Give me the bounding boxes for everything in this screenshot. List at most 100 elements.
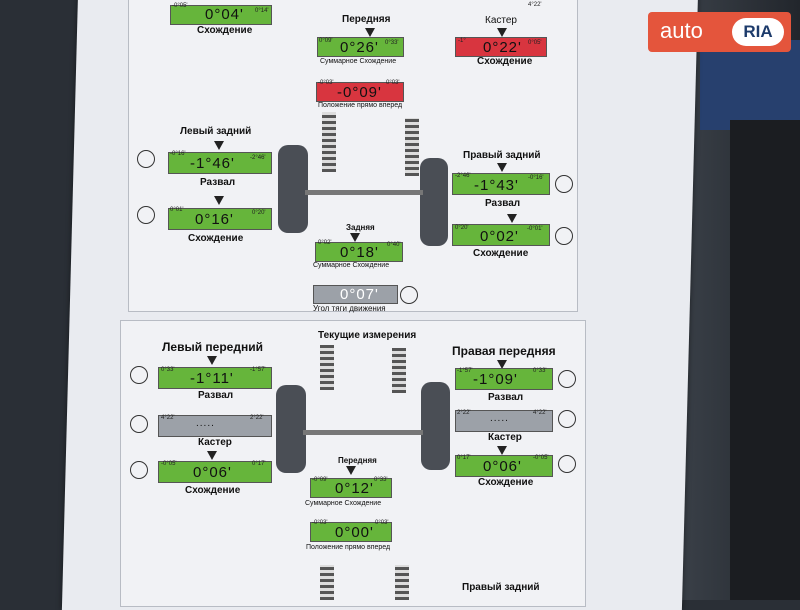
left-toe-label: Схождение <box>197 25 253 36</box>
straight-max-top: 0°03' <box>386 80 400 86</box>
camber-icon <box>555 175 573 193</box>
front-left-caster-value: ..... <box>196 418 215 429</box>
front-total-max: 0°33' <box>374 477 388 483</box>
front-left-camber-min: 0°33' <box>161 367 175 373</box>
rear-right-camber-arrow <box>497 163 507 172</box>
camber-icon <box>130 366 148 384</box>
front-right-camber-max: 0°33' <box>533 368 547 374</box>
rear-left-toe-max: 0°20' <box>252 210 266 216</box>
background-strip <box>730 120 800 600</box>
front-total-value-top: 0°26' <box>340 39 379 56</box>
front-left-camber-value: -1°11' <box>190 370 234 387</box>
rear-right-title-bottom: Правый задний <box>462 582 540 593</box>
straight-bar-top <box>316 82 404 102</box>
front-right-caster-value: ..... <box>490 413 509 424</box>
toe-icon <box>558 455 576 473</box>
toe-icon <box>130 461 148 479</box>
rear-total-label: Суммарное Схождение <box>313 262 390 269</box>
rear-left-wheel <box>278 145 308 233</box>
front-right-camber-value: -1°09' <box>473 371 518 388</box>
front-left-title: Левый передний <box>162 340 263 354</box>
logo-prefix: auto <box>660 18 703 43</box>
right-toe-value: 0°22' <box>483 39 522 56</box>
rear-right-wheel <box>420 158 448 246</box>
rear-right-toe-arrow <box>507 214 517 223</box>
straight-max: 0°03' <box>375 520 389 526</box>
straight-bar <box>310 522 392 542</box>
front-left-toe-max: 0°17' <box>252 461 266 467</box>
front-right-spring <box>392 348 406 393</box>
straight-value-top: -0°09' <box>337 84 382 101</box>
front-right-title: Правая передняя <box>452 344 556 358</box>
front-right-caster-bar <box>455 410 553 432</box>
rear-total-bar <box>315 242 403 262</box>
front-left-camber-bar <box>158 367 272 389</box>
front-total-max-top: 0°33' <box>385 40 399 46</box>
front-right-caster-min: 2°22' <box>457 410 471 416</box>
front-left-camber-max: -1°57' <box>250 367 266 373</box>
rear-left-camber-arrow <box>214 141 224 150</box>
left-toe-value: 0°04' <box>205 6 244 23</box>
rear-left-spring <box>322 112 336 172</box>
rear-total-arrow <box>350 233 360 242</box>
right-toe-max: 0°05' <box>528 40 542 46</box>
front-total-min-top: 0°09' <box>319 38 333 44</box>
rear-left-spring-bottom <box>320 565 334 600</box>
caster-icon <box>130 415 148 433</box>
rear-total-min: 0°02' <box>318 240 332 246</box>
front-left-caster-min: 4°22' <box>161 415 175 421</box>
toe-icon <box>555 227 573 245</box>
left-toe-min: -0°05' <box>172 3 188 9</box>
front-total-bar-top <box>317 37 404 57</box>
rear-left-title: Левый задний <box>180 126 252 137</box>
front-arrow-top <box>365 28 375 37</box>
rear-left-toe-label: Схождение <box>188 233 244 244</box>
rear-right-spring <box>405 118 419 176</box>
front-right-wheel <box>421 382 450 470</box>
front-total-label: Суммарное Схождение <box>305 500 382 507</box>
rear-total-title: Задняя <box>346 223 375 232</box>
background-card <box>700 40 800 130</box>
rear-left-camber-max: -2°46' <box>250 155 266 161</box>
front-left-toe-arrow <box>207 451 217 460</box>
front-right-toe-arrow <box>497 446 507 455</box>
caster-icon <box>558 410 576 428</box>
rear-left-camber-label: Развал <box>200 177 236 188</box>
rear-right-toe-max: -0°01' <box>527 226 543 232</box>
camber-icon <box>137 150 155 168</box>
right-caster-max: 4°22' <box>528 2 542 8</box>
front-left-wheel <box>276 385 306 473</box>
front-right-toe-min: 0°17' <box>457 455 471 461</box>
front-right-camber-arrow <box>497 360 507 369</box>
rear-left-toe-arrow <box>214 196 224 205</box>
right-toe-arrow <box>497 28 507 37</box>
right-toe-min: -1° <box>458 38 466 44</box>
rear-right-toe-bar <box>452 224 550 246</box>
front-left-toe-value: 0°06' <box>193 464 232 481</box>
front-total-bar <box>310 478 392 498</box>
rear-right-camber-label: Развал <box>485 198 521 209</box>
rear-left-camber-value: -1°46' <box>190 155 235 172</box>
thrust-bar <box>313 285 398 304</box>
thrust-value: 0°07' <box>340 286 379 303</box>
straight-label: Положение прямо вперед <box>306 544 391 551</box>
front-left-camber-label: Развал <box>198 390 234 401</box>
toe-icon <box>137 206 155 224</box>
rear-left-toe-bar <box>168 208 272 230</box>
front-left-toe-label: Схождение <box>185 485 241 496</box>
front-right-toe-bar <box>455 455 553 477</box>
front-right-caster-label: Кастер <box>488 432 522 443</box>
front-right-caster-max: 4°22' <box>533 410 547 416</box>
thrust-label: Угол тяги движения <box>313 304 386 313</box>
rear-right-toe-value: 0°02' <box>480 228 519 245</box>
front-right-toe-value: 0°06' <box>483 458 522 475</box>
front-left-caster-label: Кастер <box>198 437 232 448</box>
front-total-value: 0°12' <box>335 480 374 497</box>
front-total-arrow <box>346 466 356 475</box>
front-left-toe-min: -0°05' <box>161 461 177 467</box>
rear-left-camber-bar <box>168 152 272 174</box>
front-total-title: Передняя <box>338 456 377 465</box>
right-toe-label: Схождение <box>477 56 533 67</box>
front-axle <box>303 430 423 435</box>
front-sum-label-top: Суммарное Схождение <box>320 58 397 65</box>
